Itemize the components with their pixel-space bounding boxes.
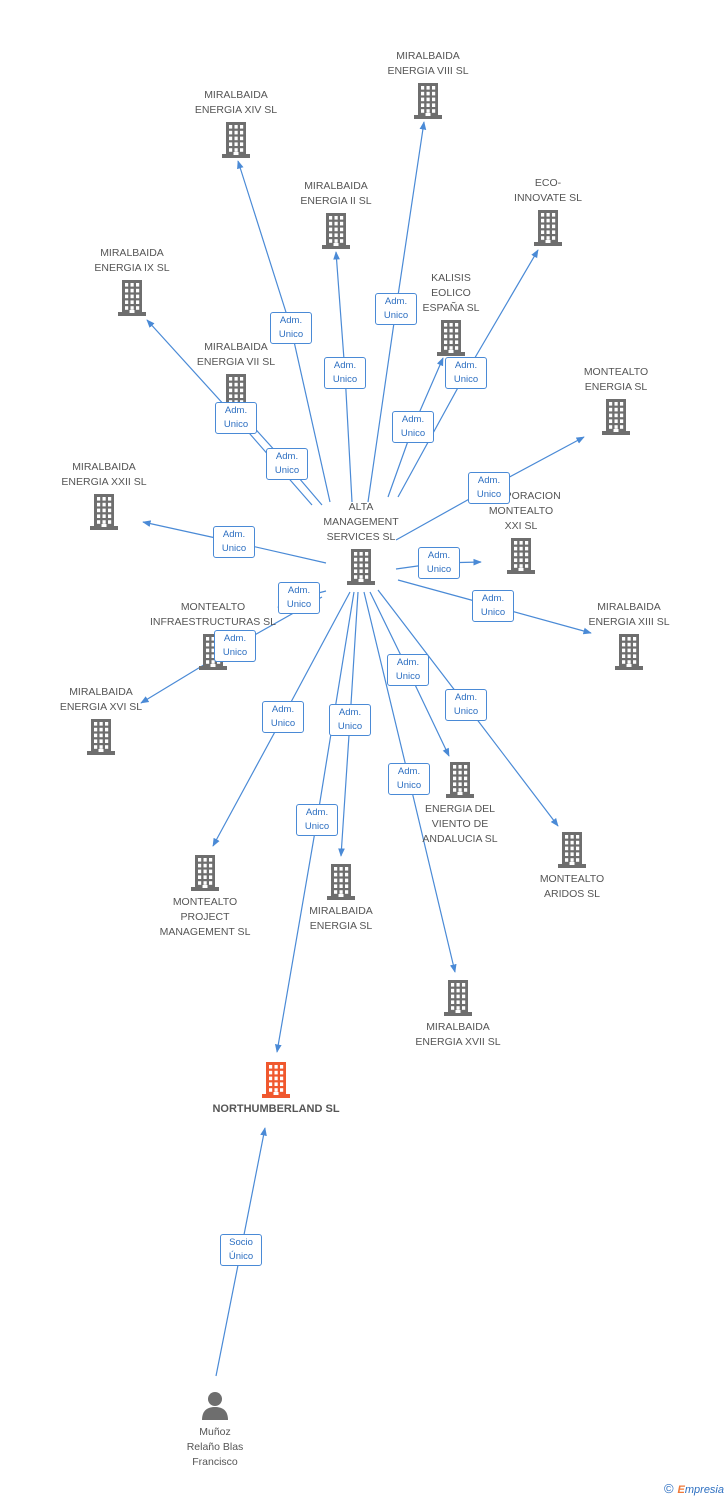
building-icon[interactable] xyxy=(613,634,645,675)
building-icon[interactable] xyxy=(345,549,377,590)
edge-label-alta-eco[interactable]: Adm. Unico xyxy=(445,357,487,389)
node-label[interactable]: MIRALBAIDA ENERGIA IX SL xyxy=(94,247,170,274)
building-icon[interactable] xyxy=(435,320,467,361)
edge-label-alta-viento[interactable]: Adm. Unico xyxy=(387,654,429,686)
building-icon[interactable] xyxy=(88,494,120,535)
node-label[interactable]: MONTEALTO ARIDOS SL xyxy=(539,873,605,900)
edge-label-alta-viii[interactable]: Adm. Unico xyxy=(375,293,417,325)
brand-logo-letter: E xyxy=(677,1484,685,1496)
edge-label-alta-xxii[interactable]: Adm. Unico xyxy=(213,526,255,558)
node-label[interactable]: MIRALBAIDA ENERGIA XIV SL xyxy=(194,89,278,116)
edge-label-alta-northumberland[interactable]: Adm. Unico xyxy=(296,804,338,836)
copyright-icon: © xyxy=(663,1481,674,1496)
building-icon[interactable] xyxy=(444,762,476,803)
node-label[interactable]: MIRALBAIDA ENERGIA XVI SL xyxy=(59,686,143,713)
node-label[interactable]: MONTEALTO INFRAESTRUCTURAS SL xyxy=(149,601,276,628)
edge-label-alta-project[interactable]: Adm. Unico xyxy=(262,701,304,733)
building-icon[interactable] xyxy=(320,213,352,254)
node-label[interactable]: MIRALBAIDA ENERGIA VIII SL xyxy=(387,50,469,77)
node-label[interactable]: KALISIS EOLICO ESPAÑA SL xyxy=(422,272,480,314)
node-label[interactable]: MIRALBAIDA ENERGIA XIII SL xyxy=(588,601,670,628)
building-icon[interactable] xyxy=(116,280,148,321)
building-icon[interactable] xyxy=(325,864,357,905)
node-label[interactable]: MIRALBAIDA ENERGIA XVII SL xyxy=(415,1021,501,1048)
edge-label-alta-xvi[interactable]: Adm. Unico xyxy=(214,630,256,662)
edge-label-alta-montealto_energia[interactable]: Adm. Unico xyxy=(468,472,510,504)
building-icon[interactable] xyxy=(260,1062,292,1103)
building-icon[interactable] xyxy=(220,122,252,163)
edge-label-alta-xiii[interactable]: Adm. Unico xyxy=(472,590,514,622)
brand-name: mpresia xyxy=(684,1484,724,1496)
edge-label-alta-ii[interactable]: Adm. Unico xyxy=(324,357,366,389)
node-label[interactable]: MIRALBAIDA ENERGIA SL xyxy=(309,905,373,932)
edge-label-person-northumberland[interactable]: Socio Único xyxy=(220,1234,262,1266)
edge-label-alta-energia[interactable]: Adm. Unico xyxy=(329,704,371,736)
person-icon[interactable] xyxy=(200,1390,230,1425)
building-icon[interactable] xyxy=(412,83,444,124)
building-icon[interactable] xyxy=(556,832,588,873)
node-label[interactable]: ENERGIA DEL VIENTO DE ANDALUCIA SL xyxy=(422,803,498,845)
node-label[interactable]: Muñoz Relaño Blas Francisco xyxy=(186,1426,244,1468)
edge-label-alta-aridos[interactable]: Adm. Unico xyxy=(445,689,487,721)
edge-label-alta-xvii[interactable]: Adm. Unico xyxy=(388,763,430,795)
edge-label-alta-corp[interactable]: Adm. Unico xyxy=(418,547,460,579)
edge-label-alta-infra[interactable]: Adm. Unico xyxy=(278,582,320,614)
node-label[interactable]: MIRALBAIDA ENERGIA XXII SL xyxy=(61,461,147,488)
building-icon[interactable] xyxy=(505,538,537,579)
node-label[interactable]: ALTA MANAGEMENT SERVICES SL xyxy=(323,501,399,543)
edge-label-alta-ix[interactable]: Adm. Unico xyxy=(215,402,257,434)
edge-label-alta-vii[interactable]: Adm. Unico xyxy=(266,448,308,480)
building-icon[interactable] xyxy=(189,855,221,896)
edge-label-alta-xiv[interactable]: Adm. Unico xyxy=(270,312,312,344)
node-label[interactable]: ECO- INNOVATE SL xyxy=(514,177,582,204)
node-label[interactable]: MONTEALTO ENERGIA SL xyxy=(583,366,649,393)
building-icon[interactable] xyxy=(442,980,474,1021)
node-label[interactable]: MONTEALTO PROJECT MANAGEMENT SL xyxy=(159,896,251,938)
node-label[interactable]: NORTHUMBERLAND SL xyxy=(212,1103,340,1115)
building-icon[interactable] xyxy=(85,719,117,760)
building-icon[interactable] xyxy=(600,399,632,440)
node-label[interactable]: MIRALBAIDA ENERGIA II SL xyxy=(300,180,372,207)
copyright-credit[interactable]: ©Empresia xyxy=(664,1481,724,1496)
edge-label-alta-kalisis[interactable]: Adm. Unico xyxy=(392,411,434,443)
building-icon[interactable] xyxy=(532,210,564,251)
node-label[interactable]: MIRALBAIDA ENERGIA VII SL xyxy=(196,341,276,368)
